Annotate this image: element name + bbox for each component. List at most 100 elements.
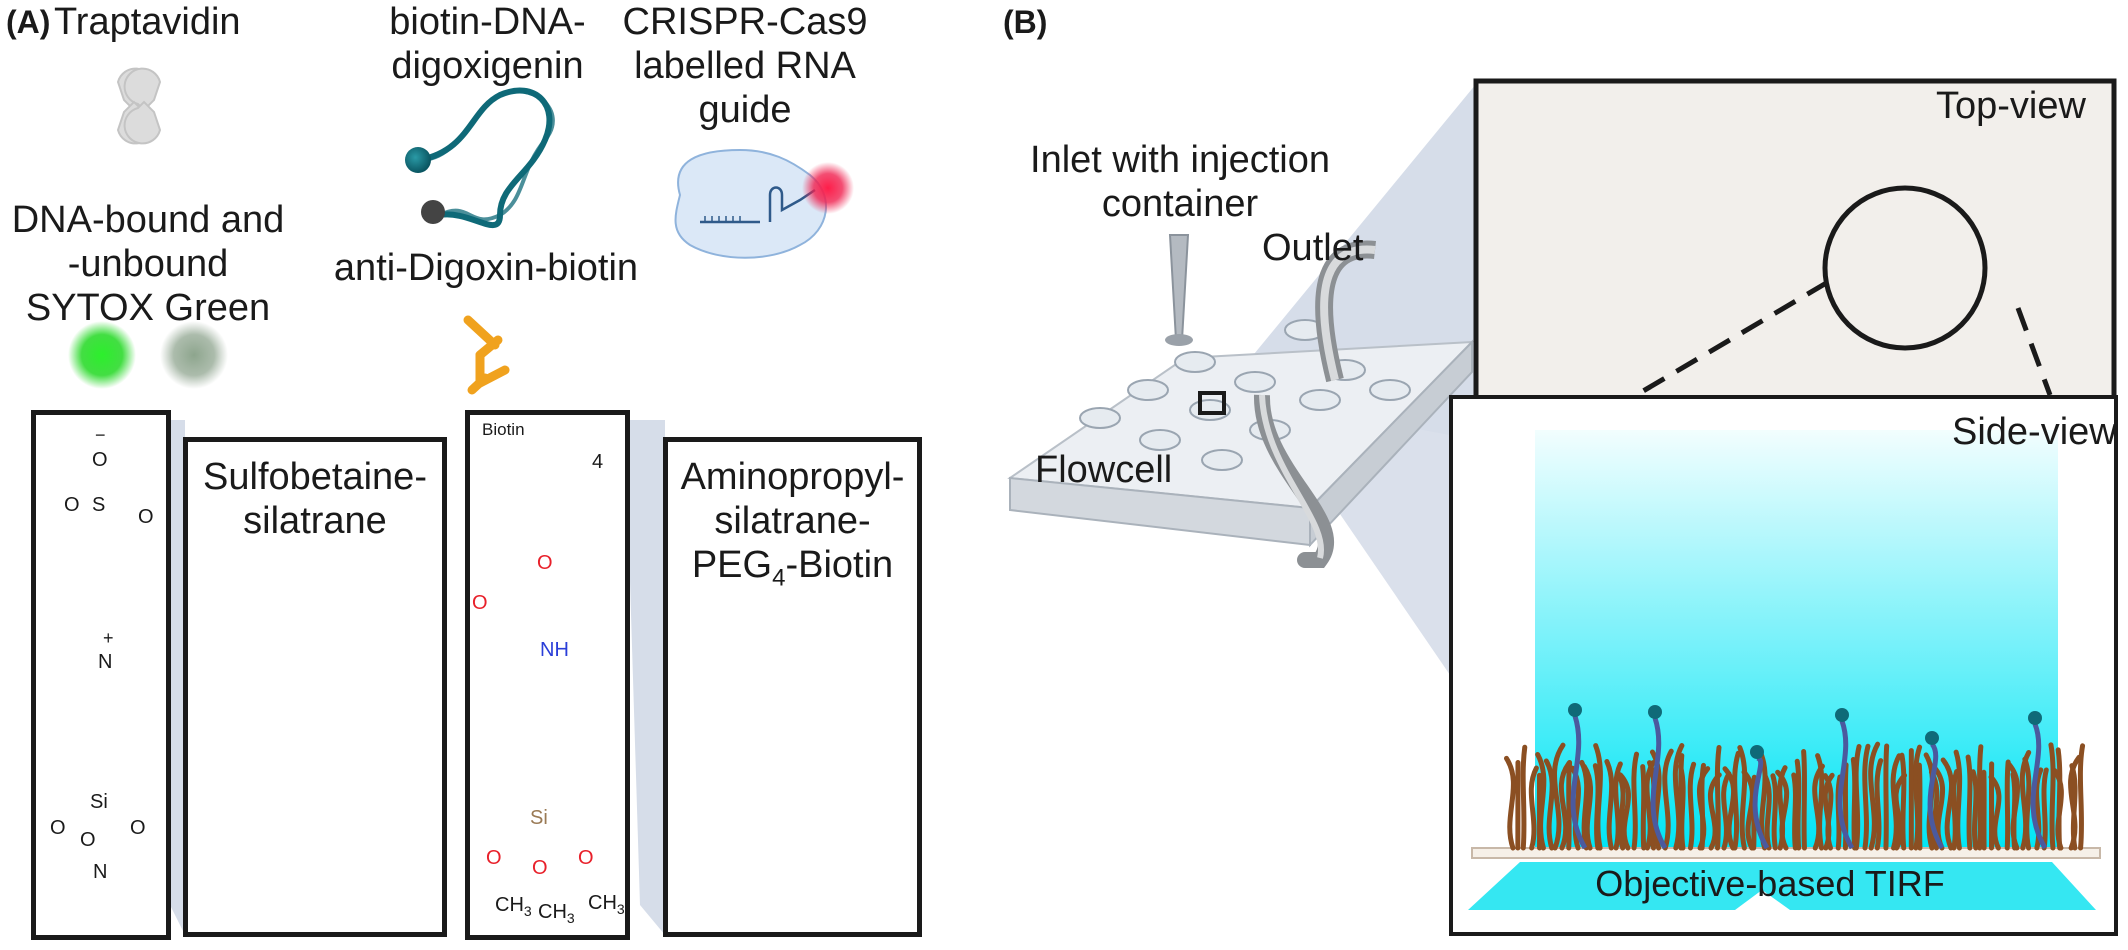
chem1-plus: + (103, 628, 114, 648)
brush-strand (1631, 751, 1640, 851)
brush-strand (1503, 755, 1516, 851)
peg-strand (1927, 742, 1945, 850)
brush-strand (1617, 772, 1631, 851)
brush-strand (1741, 769, 1755, 851)
biotin-bead-icon (1750, 745, 1764, 759)
chem1-minus: − (95, 425, 106, 445)
chem1-o2: O (138, 506, 154, 528)
sytox-label: DNA-bound and -unbound SYTOX Green (11, 199, 285, 329)
flowcell-device (1007, 234, 1475, 568)
brush-strand (1970, 769, 1979, 851)
tirf-beam (1468, 862, 2096, 910)
connector-wedge-1 (170, 420, 185, 935)
brush-strand (1977, 744, 1984, 851)
brush-strand (1953, 749, 1963, 851)
brush-strand (1737, 745, 1748, 851)
biotin-bead-icon (1648, 705, 1662, 719)
brush-strand (1714, 744, 1722, 851)
biotin-bead-icon (1925, 731, 1939, 745)
brush-strand (1581, 763, 1594, 851)
chem2-si: Si (530, 807, 548, 829)
peg-strand (1752, 755, 1770, 850)
biotin-bead-icon (1568, 703, 1582, 717)
peg-strand (2030, 723, 2048, 850)
brush-strand (1543, 758, 1555, 851)
peg-strand (1570, 715, 1588, 850)
tirf-label: Objective-based TIRF (1595, 863, 1945, 904)
brush-strand (1791, 772, 1798, 851)
sulfobetaine-label: Sulfobetaine- silatrane (203, 456, 427, 542)
peg-strand (1837, 720, 1855, 850)
brush-strand (1528, 765, 1539, 851)
brush-strand (1868, 741, 1881, 851)
brush-strand (1520, 744, 1528, 851)
brush-strand (2069, 763, 2078, 851)
chem1-s: S (92, 494, 106, 516)
chem2-o3: O (578, 847, 594, 869)
brush-strand (1775, 769, 1790, 851)
brush-strand (1558, 759, 1573, 851)
brush-strand (1535, 751, 1547, 851)
sytox-unbound-icon (160, 321, 228, 389)
chem2-ch3-2: CH3 (538, 901, 575, 926)
brush-strand (2048, 742, 2056, 851)
panel-b-label: (B) (1003, 4, 1048, 40)
antibody-icon (463, 315, 510, 395)
chem1-n: N (98, 651, 113, 673)
brush-strand (1678, 764, 1686, 851)
sytox-bound-icon (68, 321, 136, 389)
brush-strand (1615, 770, 1626, 851)
panel-a-label: (A) (6, 4, 51, 40)
biotin-dna-label: biotin-DNA- digoxigenin (389, 1, 586, 87)
top-view-label: Top-view (1936, 85, 2086, 127)
aminopropyl-label: Aminopropyl- silatrane- PEG4-Biotin (680, 456, 905, 592)
brush-strand (1893, 772, 1908, 851)
chem2-nh: NH (540, 639, 569, 661)
brush-strand (1874, 758, 1884, 851)
brush-strand (2006, 761, 2020, 851)
brush-strand (2077, 743, 2086, 851)
brush-strand (1707, 772, 1722, 851)
brush-strand (1722, 766, 1737, 851)
brush-strand (1662, 748, 1674, 851)
biotin-bead-icon (2028, 711, 2042, 725)
chem2-o2: O (532, 857, 548, 879)
brush-strand (1794, 758, 1802, 851)
brush-strand (1640, 764, 1647, 851)
brush-strand (1566, 760, 1573, 851)
chem1-o5: O (80, 829, 96, 851)
chem2-four: 4 (592, 451, 604, 473)
brush-strand (1815, 753, 1825, 851)
traptavidin-icon (116, 67, 162, 145)
brush-strand (1672, 743, 1685, 851)
brush-strand (1770, 773, 1779, 851)
biotin-bead-icon (1835, 708, 1849, 722)
flowcell-label: Flowcell (1035, 449, 1173, 491)
brush-strand (1593, 743, 1603, 851)
chem1-si: Si (90, 791, 108, 813)
chem1-o4: O (130, 817, 146, 839)
brush-strand (1687, 761, 1697, 851)
chem-box-2 (465, 410, 630, 940)
projection-wedge-bottom (1213, 400, 1450, 675)
brush-strand (2041, 767, 2049, 851)
brush-strand (1965, 754, 1973, 851)
brush-strand (1732, 750, 1741, 851)
traptavidin-label: Traptavidin (54, 1, 241, 43)
brush-strand (2022, 756, 2032, 851)
anti-digoxin-label: anti-Digoxin-biotin (333, 247, 639, 289)
top-view-panel (1473, 78, 2117, 444)
polymer-brush (1503, 703, 2086, 851)
chem1-o-minus: O (92, 449, 108, 471)
connector-wedge-2 (625, 420, 665, 935)
outlet-label: Outlet (1262, 227, 1364, 269)
brush-strand (1940, 757, 1954, 851)
brush-strand (1721, 771, 1732, 851)
brush-strand (1604, 759, 1615, 851)
brush-strand (1699, 762, 1706, 851)
brush-strand (1916, 762, 1923, 851)
chem1-o1: O (64, 494, 80, 516)
chem1-o3: O (50, 817, 66, 839)
chem2-biotin: Biotin (482, 420, 525, 439)
